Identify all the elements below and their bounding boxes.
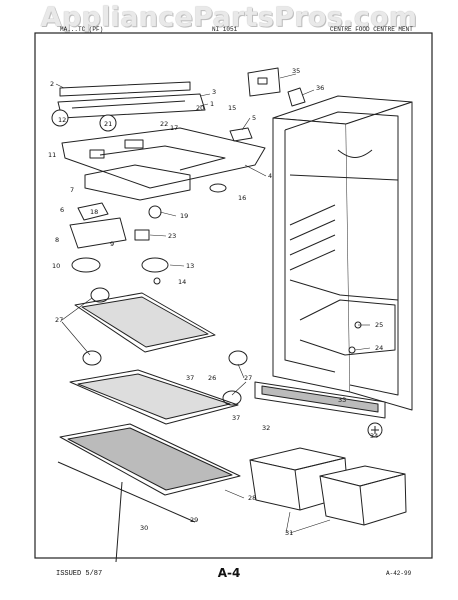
callout-4: 4 (268, 172, 272, 180)
callout-25: 25 (375, 321, 383, 329)
support-rod-30 (115, 481, 123, 563)
callout-37: 37 (186, 374, 194, 382)
callout-10: 10 (52, 262, 60, 270)
fan-part-10 (71, 257, 101, 273)
callout-9: 9 (110, 240, 114, 248)
fan-part-13 (141, 257, 169, 273)
page-number: A-4 (217, 566, 241, 580)
lamp-part-19 (148, 205, 162, 219)
crisper-cover-28 (59, 423, 241, 496)
callout-32: 32 (262, 424, 270, 432)
callouts: 1 2 3 4 5 6 7 8 9 10 11 12 13 14 15 16 1… (48, 67, 383, 537)
callout-13: 13 (186, 262, 194, 270)
callout-33: 33 (338, 396, 346, 404)
grommet-part-16 (209, 183, 227, 193)
callout-21: 21 (104, 120, 112, 128)
shelf-middle (69, 369, 239, 425)
watermark: AppliancePartsPros.com (40, 2, 418, 33)
top-cover-assembly (51, 81, 266, 201)
callout-16: 16 (238, 194, 246, 202)
callout-8: 8 (55, 236, 59, 244)
bracket-part-8 (69, 217, 127, 249)
shelf-clip-part-27 (222, 390, 242, 406)
crisper-drawer-left (249, 447, 349, 511)
callout-6: 6 (60, 206, 64, 214)
header-left: MA...TC (PF) (60, 26, 104, 33)
callout-11: 11 (48, 151, 56, 159)
callout-15: 15 (228, 104, 236, 112)
callout-12: 12 (58, 116, 66, 124)
switch-part-23 (134, 229, 150, 241)
crisper-drawer-right (319, 465, 407, 526)
damper-part-5 (229, 127, 253, 142)
footer-issued: ISSUED 5/87 (56, 570, 103, 578)
callout-36: 36 (316, 84, 324, 92)
callout-20: 20 (196, 104, 204, 112)
front-grille-part-32 (254, 381, 386, 438)
header-center: NI 1051 (212, 26, 238, 33)
callout-35: 35 (292, 67, 300, 75)
callout-27b: 27 (244, 374, 252, 382)
callout-34: 34 (370, 432, 378, 440)
callout-2: 2 (50, 80, 54, 88)
callout-27: 27 (55, 316, 63, 324)
hinge-part-36 (287, 87, 306, 107)
shelf-clip-part-27 (82, 350, 102, 366)
callout-37b: 37 (232, 414, 240, 422)
callout-14: 14 (178, 278, 186, 286)
thermostat-part-6 (77, 202, 109, 221)
divider-rod-29 (57, 461, 196, 523)
shelf-clip-part-27 (90, 287, 110, 303)
callout-18: 18 (90, 208, 98, 216)
callout-22: 22 (160, 120, 168, 128)
callout-19: 19 (180, 212, 188, 220)
callout-26: 26 (208, 374, 216, 382)
callout-31: 31 (285, 529, 293, 537)
callout-5: 5 (252, 114, 256, 122)
callout-29: 29 (190, 516, 198, 524)
shelf-clip-part-27 (228, 350, 248, 366)
callout-7: 7 (70, 186, 74, 194)
callout-30: 30 (140, 524, 148, 532)
page-frame (34, 32, 433, 559)
header-right: CENTRE FOOD CENTRE MENT (330, 26, 413, 33)
washer-part-14 (153, 277, 161, 285)
callout-17: 17 (170, 124, 178, 132)
callout-23: 23 (168, 232, 176, 240)
bracket-part-35 (247, 67, 281, 97)
callout-1: 1 (210, 100, 214, 108)
callout-3: 3 (212, 88, 216, 96)
shelf-top (74, 292, 216, 353)
callout-24: 24 (375, 344, 383, 352)
refrigerator-cabinet (272, 95, 413, 411)
document-code: A-42-99 (386, 570, 412, 577)
callout-28: 28 (248, 494, 256, 502)
